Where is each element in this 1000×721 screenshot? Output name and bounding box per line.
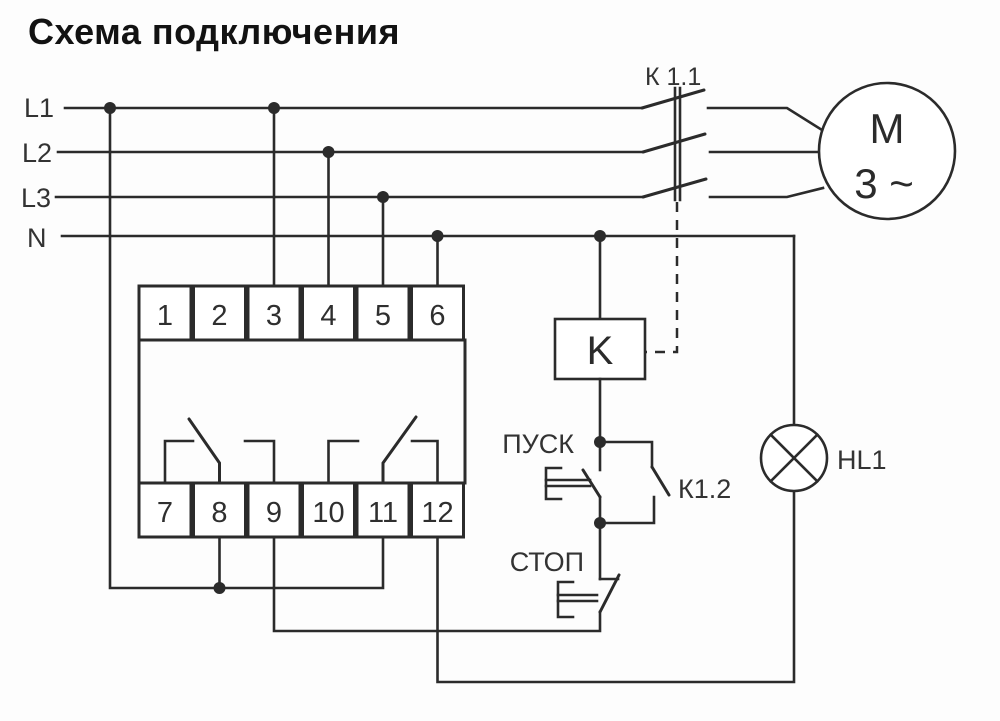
page-title: Схема подключения [28, 11, 400, 52]
terminal-9 [246, 481, 302, 539]
terminal-9-number: 9 [266, 497, 282, 529]
terminal-10-number: 10 [312, 497, 344, 529]
terminal-4 [301, 284, 356, 342]
lamp-label: HL1 [837, 445, 887, 475]
junction-dot [594, 517, 606, 529]
motor-symbol: M 3 ~ [817, 81, 957, 221]
junction-dots [104, 102, 606, 594]
junction-dot [104, 102, 116, 114]
junction-dot [594, 230, 606, 242]
k12-bottom-lead [598, 495, 656, 525]
contactor-k11: К 1.1 [640, 63, 708, 354]
terminal-2-number: 2 [211, 300, 227, 332]
relay-coil: K [553, 317, 647, 381]
terminal-6-number: 6 [429, 300, 445, 332]
junction-dot [594, 436, 606, 448]
motor-wire-phase1 [706, 106, 824, 132]
terminal-12-number: 12 [421, 497, 453, 529]
stop-actuator-bracket [556, 580, 575, 619]
junction-dot [268, 102, 280, 114]
start-button: ПУСК [502, 429, 602, 525]
coil-box [553, 317, 647, 381]
terminal-1-number: 1 [157, 300, 173, 332]
l1-to-commons-wire [108, 106, 385, 590]
stop-button: СТОП [510, 521, 621, 619]
contact-10-throw [327, 439, 360, 485]
stop-blade [598, 573, 621, 614]
junction-dot [377, 191, 389, 203]
line-label-n: N [27, 223, 47, 253]
terminal-7 [137, 481, 193, 539]
line-label-l2: L2 [22, 138, 52, 168]
terminal-7-number: 7 [157, 497, 173, 529]
motor-circle [817, 81, 957, 221]
motor-label: M [870, 105, 905, 152]
relay-device: 1 2 3 4 5 6 7 8 9 10 11 12 [137, 284, 467, 539]
terminal-5 [355, 284, 411, 342]
coil-label: K [587, 329, 614, 373]
line-label-l1: L1 [24, 93, 54, 123]
device-body-box [137, 338, 467, 485]
terminal-11 [355, 481, 411, 539]
lamp-hl1: HL1 [759, 423, 887, 493]
k12-blade [650, 465, 671, 497]
contactor-label: К 1.1 [645, 63, 701, 91]
stop-button-label: СТОП [510, 547, 584, 577]
terminal-5-number: 5 [375, 300, 391, 332]
start-button-label: ПУСК [502, 429, 574, 459]
contact-9-throw [243, 439, 276, 485]
start-actuator-bracket [544, 466, 563, 501]
terminal-10 [301, 481, 356, 539]
junction-dot [431, 230, 444, 242]
terminal-6 [410, 284, 465, 342]
k11-blade-phase1 [640, 88, 706, 110]
terminal-3 [246, 284, 302, 342]
terminal12-to-lamp-wire [436, 489, 796, 684]
terminal-12 [410, 481, 465, 539]
lamp-cross [768, 432, 820, 484]
terminal-4-number: 4 [320, 300, 336, 332]
terminal-1 [137, 284, 193, 342]
terminal-8 [192, 481, 247, 539]
k11-coil-link-dashed [646, 202, 679, 354]
junction-dot [213, 582, 226, 594]
contact-8-blade [187, 417, 221, 485]
contact-11-blade [381, 415, 418, 485]
contact-12-throw [410, 439, 439, 485]
terminal-3-number: 3 [266, 300, 282, 332]
motor-phase-label: 3 ~ [854, 160, 914, 207]
contact-7-throw [163, 439, 195, 485]
start-blade [581, 468, 602, 499]
line-label-l3: L3 [21, 183, 51, 213]
aux-contact-k12: К1.2 [598, 440, 731, 525]
junction-dot [322, 146, 335, 158]
k12-top-lead [598, 440, 654, 469]
motor-wire-phase3 [708, 186, 825, 199]
aux-contact-label: К1.2 [678, 474, 731, 504]
terminal-11-number: 11 [368, 497, 398, 529]
terminal-2 [192, 284, 247, 342]
terminal-8-number: 8 [211, 497, 227, 529]
